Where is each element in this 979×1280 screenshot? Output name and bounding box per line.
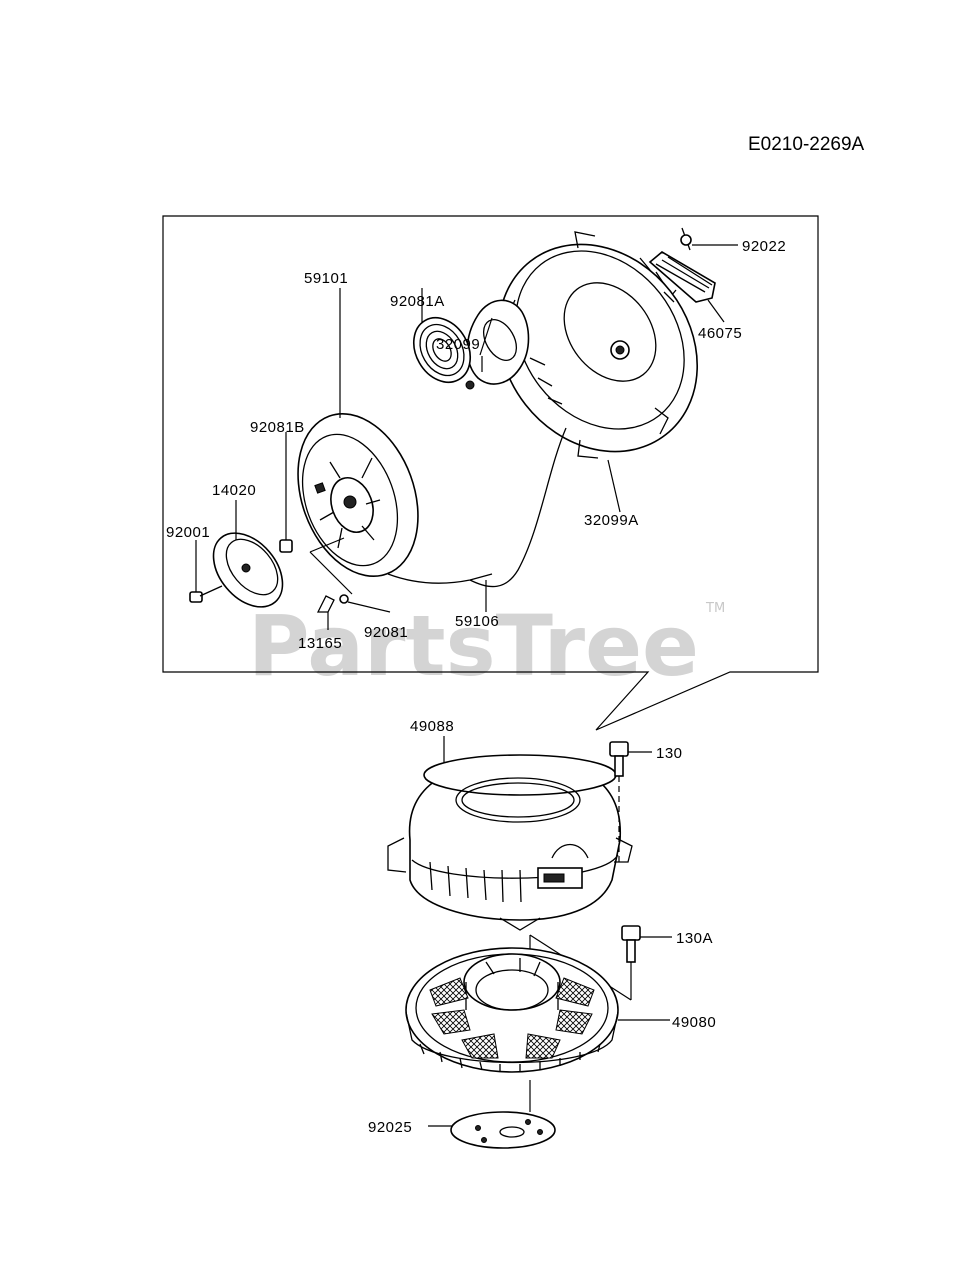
part-49080-drawing[interactable]: [405, 947, 670, 1073]
label-59106[interactable]: 59106: [455, 613, 499, 630]
label-92001[interactable]: 92001: [166, 524, 210, 541]
part-14020-drawing[interactable]: [200, 500, 297, 620]
label-32099[interactable]: 32099: [436, 336, 480, 353]
exploded-view-frame: [162, 215, 819, 731]
label-14020[interactable]: 14020: [212, 482, 256, 499]
part-49088-drawing[interactable]: [387, 736, 633, 931]
label-130[interactable]: 130: [656, 745, 683, 762]
part-130-drawing[interactable]: [609, 741, 652, 862]
label-13165[interactable]: 13165: [298, 635, 342, 652]
label-46075[interactable]: 46075: [698, 325, 742, 342]
label-92025[interactable]: 92025: [368, 1119, 412, 1136]
ratchet-grid: [429, 977, 595, 1059]
label-49088[interactable]: 49088: [410, 718, 454, 735]
watermark-tm: TM: [705, 601, 725, 616]
label-130A[interactable]: 130A: [676, 930, 713, 947]
diagram-code: E0210-2269A: [748, 134, 865, 155]
label-92022[interactable]: 92022: [742, 238, 786, 255]
label-59101[interactable]: 59101: [304, 270, 348, 287]
part-92001-drawing[interactable]: [189, 540, 223, 603]
part-130A-drawing[interactable]: [529, 925, 672, 1001]
label-32099A[interactable]: 32099A: [584, 512, 639, 529]
part-92081B-drawing[interactable]: [279, 432, 293, 553]
part-92081A-drawing[interactable]: [402, 288, 481, 392]
part-59101-drawing[interactable]: [277, 288, 493, 595]
label-92081A[interactable]: 92081A: [390, 293, 445, 310]
label-92081[interactable]: 92081: [364, 624, 408, 641]
watermark: PartsTree: [248, 597, 699, 695]
part-32099A-drawing[interactable]: [458, 205, 738, 588]
part-92022-drawing[interactable]: [680, 227, 738, 251]
part-13165-drawing[interactable]: [316, 594, 391, 630]
label-92081B[interactable]: 92081B: [250, 419, 305, 436]
label-49080[interactable]: 49080: [672, 1014, 716, 1031]
part-92025-drawing[interactable]: [428, 1080, 556, 1149]
